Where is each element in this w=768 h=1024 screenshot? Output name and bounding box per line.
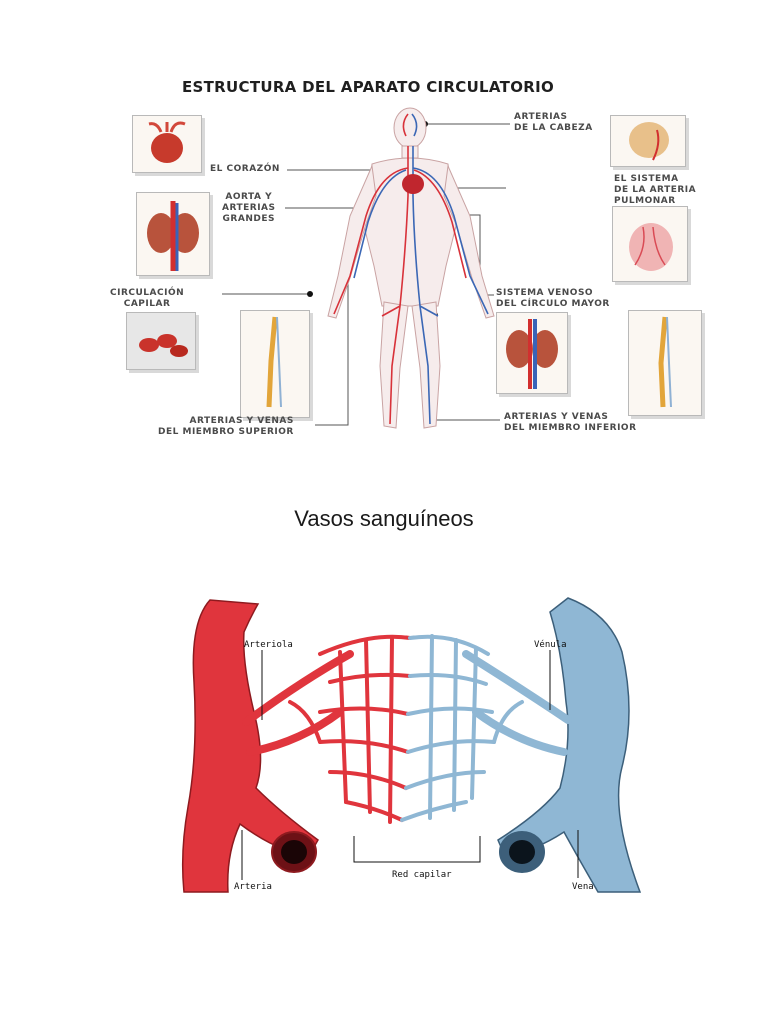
capillary-thumbnail <box>126 312 196 370</box>
figure-title: ESTRUCTURA DEL APARATO CIRCULATORIO <box>182 78 555 96</box>
label-arteriola: Arteriola <box>244 640 293 650</box>
artery-shape <box>181 599 319 893</box>
label-vena: Vena <box>572 882 594 892</box>
skull-thumbnail <box>610 115 686 167</box>
label-red-capilar: Red capilar <box>392 870 452 880</box>
label-venula: Vénula <box>534 639 567 650</box>
label-corazon: EL CORAZÓN <box>210 164 280 174</box>
capillary-network-illustration: Arteriola Vénula Arteria Red capilar Ven… <box>181 597 642 893</box>
section-caption: Vasos sanguíneos <box>294 506 474 531</box>
human-body-illustration <box>327 107 495 429</box>
upper-limb-thumbnail <box>240 310 310 418</box>
venous-system-thumbnail <box>496 312 568 394</box>
capillary-network <box>288 634 524 824</box>
lung-thumbnail <box>612 206 688 282</box>
blood-vessels-figure: Arteriola Vénula Arteria Red capilar Ven… <box>170 592 650 897</box>
heart-thumbnail <box>132 115 202 173</box>
circulatory-system-figure: ESTRUCTURA DEL APARATO CIRCULATORIO <box>100 70 712 450</box>
aorta-thumbnail <box>136 192 210 276</box>
lower-limb-thumbnail <box>628 310 702 416</box>
heart-shape <box>402 174 424 194</box>
label-arteria: Arteria <box>234 882 272 892</box>
